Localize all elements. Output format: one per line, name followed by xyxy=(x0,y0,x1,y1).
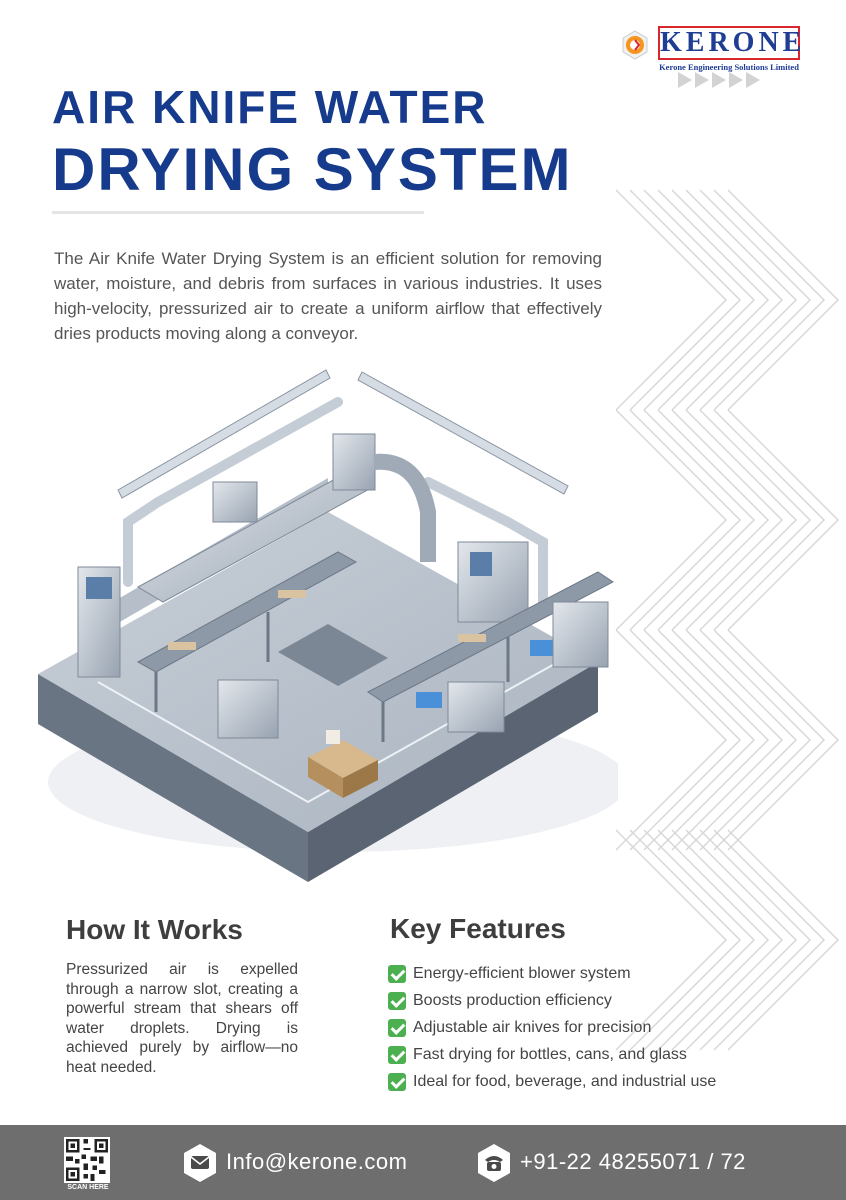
scan-here-label: SCAN HERE xyxy=(67,1184,109,1191)
page-title: AIR KNIFE WATER DRYING SYSTEM xyxy=(52,82,573,202)
feature-item: Energy-efficient blower system xyxy=(388,960,716,987)
check-icon xyxy=(388,1018,406,1037)
email-link[interactable]: Info@kerone.com xyxy=(226,1149,408,1174)
feature-label: Boosts production efficiency xyxy=(413,991,612,1009)
phone-link[interactable]: +91-22 48255071 / 72 xyxy=(520,1149,746,1174)
check-icon xyxy=(388,964,406,983)
how-it-works-text: Pressurized air is expelled through a na… xyxy=(66,961,298,1076)
brand-logo: KERONE Kerone Engineering Solutions Limi… xyxy=(618,26,804,90)
feature-label: Fast drying for bottles, cans, and glass xyxy=(413,1045,687,1063)
phone-icon xyxy=(478,1144,510,1182)
feature-label: Ideal for food, beverage, and industrial… xyxy=(413,1072,717,1090)
key-features-list: Energy-efficient blower system Boosts pr… xyxy=(388,960,716,1095)
feature-label: Adjustable air knives for precision xyxy=(413,1018,652,1036)
check-icon xyxy=(388,991,406,1010)
key-features-heading: Key Features xyxy=(390,913,566,944)
brand-name: KERONE xyxy=(660,27,806,58)
chevron-pattern xyxy=(616,189,840,1051)
feature-item: Ideal for food, beverage, and industrial… xyxy=(388,1068,716,1095)
brand-wordmark: KERONE xyxy=(658,26,806,60)
contact-footer: SCAN HERE Info@kerone.com +91-22 4825507… xyxy=(0,1125,846,1200)
check-icon xyxy=(388,1045,406,1064)
qr-code-icon[interactable] xyxy=(64,1137,110,1183)
feature-label: Energy-efficient blower system xyxy=(413,964,631,982)
feature-item: Boosts production efficiency xyxy=(388,987,716,1014)
isometric-factory-illustration xyxy=(38,369,618,882)
email-icon xyxy=(184,1144,216,1182)
title-line-1: AIR KNIFE WATER xyxy=(52,81,488,133)
title-divider xyxy=(52,211,424,214)
intro-paragraph: The Air Knife Water Drying System is an … xyxy=(54,249,602,343)
title-line-2: DRYING SYSTEM xyxy=(52,136,573,203)
arrow-decoration xyxy=(678,72,760,88)
check-icon xyxy=(388,1072,406,1091)
brand-tagline: Kerone Engineering Solutions Limited xyxy=(659,62,799,72)
how-it-works-heading: How It Works xyxy=(66,914,243,945)
feature-item: Fast drying for bottles, cans, and glass xyxy=(388,1041,716,1068)
kerone-logo-icon xyxy=(622,30,648,60)
feature-item: Adjustable air knives for precision xyxy=(388,1014,716,1041)
